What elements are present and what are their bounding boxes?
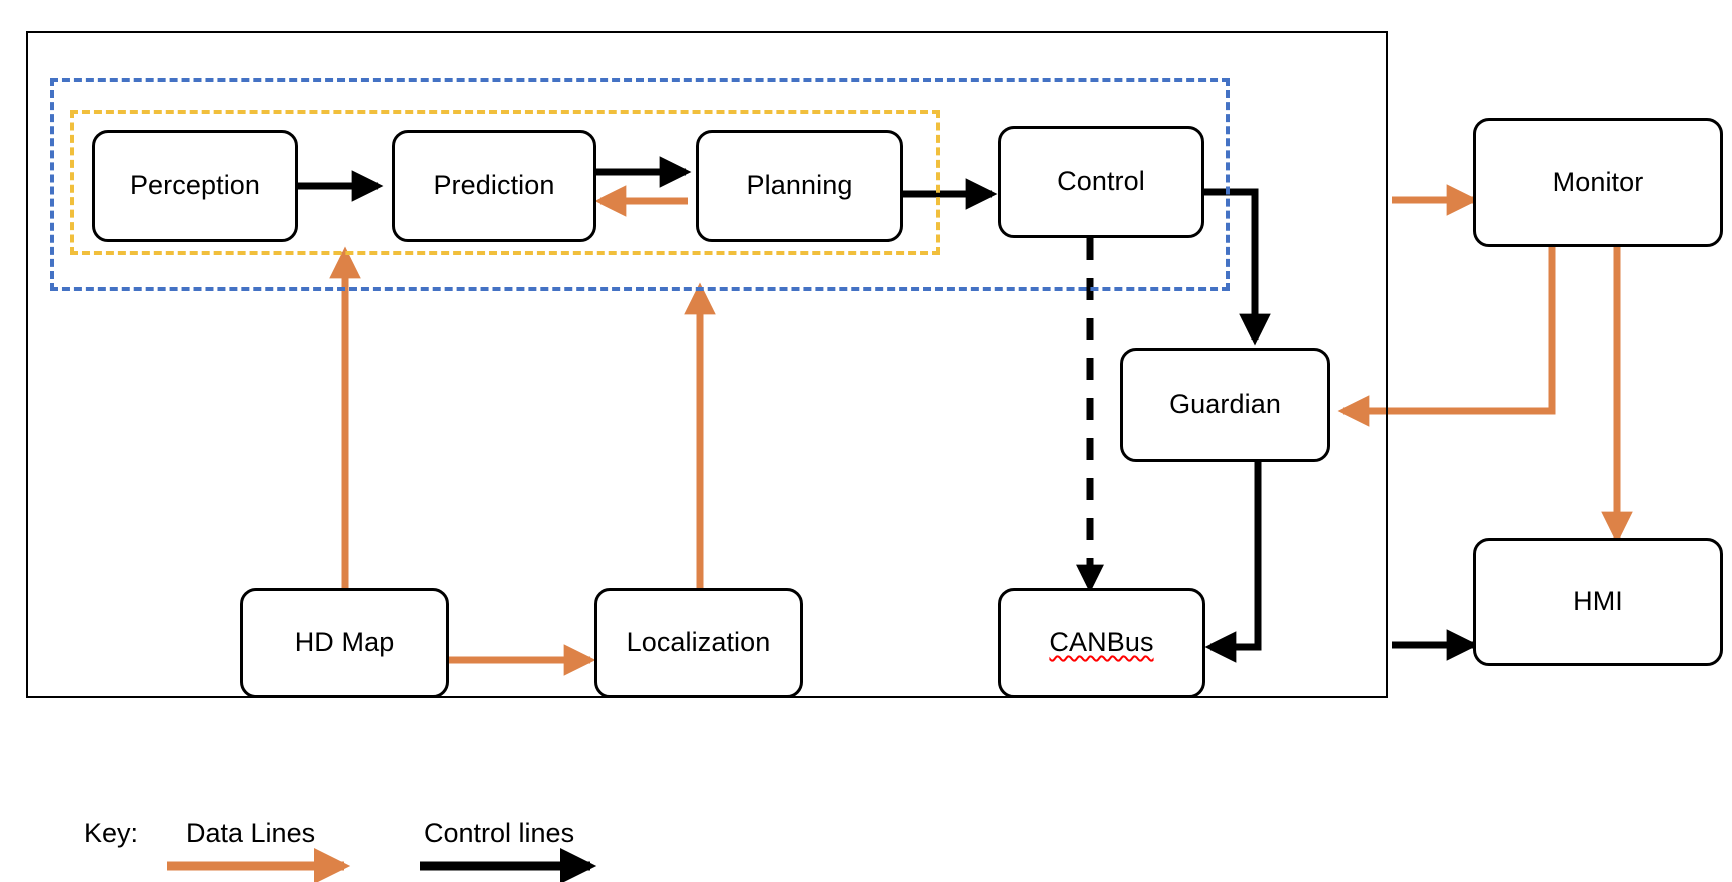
node-label: Guardian (1169, 389, 1281, 420)
group-box-blue (50, 78, 1230, 291)
node-label: Planning (746, 170, 853, 201)
node-label: HD Map (294, 627, 395, 658)
node-canbus[interactable]: CANBus (998, 588, 1205, 698)
legend-data-line-label: Data Lines (186, 818, 316, 848)
legend-arrow-layer (167, 848, 597, 882)
node-hd-map[interactable]: HD Map (240, 588, 449, 698)
node-planning[interactable]: Planning (696, 130, 903, 242)
node-label: CANBus (1049, 627, 1154, 658)
legend-key-label: Key: (84, 818, 139, 848)
group-box-yellow (70, 110, 940, 255)
node-label: Localization (626, 627, 771, 658)
edge-guardian-to-canbus (1204, 462, 1262, 663)
node-label: Perception (129, 170, 261, 201)
edge-monitor-to-guardian (1337, 247, 1556, 427)
node-monitor[interactable]: Monitor (1473, 118, 1723, 247)
legend-control-line-label: Control lines (424, 818, 575, 848)
edge-control-to-guardian (1204, 188, 1271, 346)
node-guardian[interactable]: Guardian (1120, 348, 1330, 462)
node-label: Monitor (1552, 166, 1644, 197)
node-label: Prediction (433, 170, 555, 201)
node-label: Control (1057, 166, 1145, 197)
node-label: HMI (1573, 586, 1623, 617)
node-localization[interactable]: Localization (594, 588, 803, 698)
node-perception[interactable]: Perception (92, 130, 298, 242)
node-control[interactable]: Control (998, 126, 1204, 238)
node-hmi[interactable]: HMI (1473, 538, 1723, 666)
node-prediction[interactable]: Prediction (392, 130, 596, 242)
legend: Key: Data Lines Control lines (0, 780, 1732, 882)
